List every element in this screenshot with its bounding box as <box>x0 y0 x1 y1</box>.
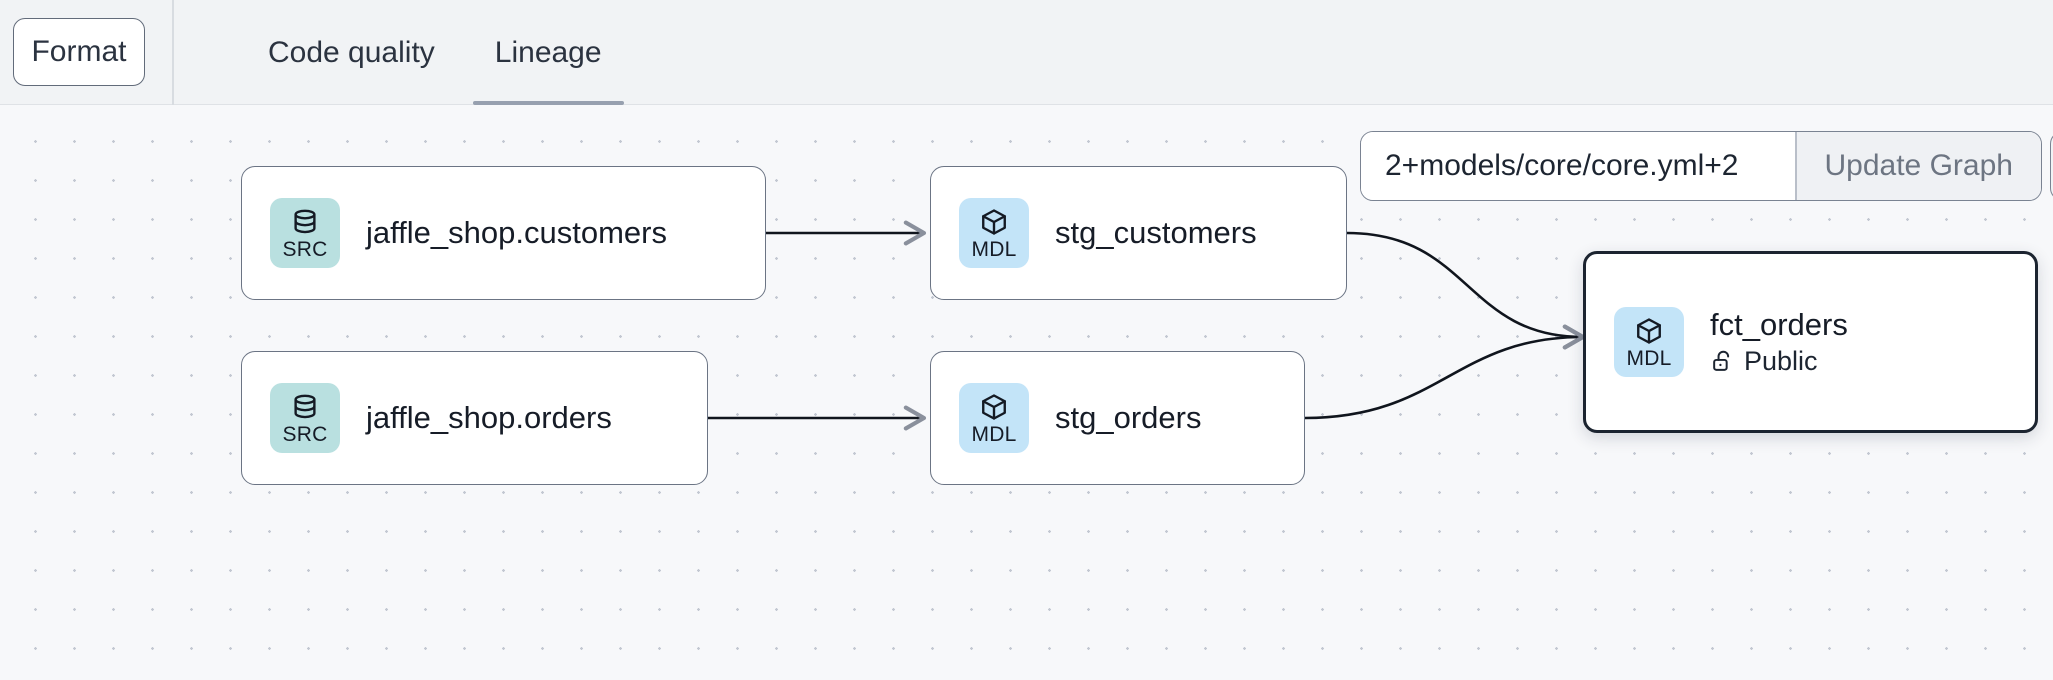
node-type-code: MDL <box>971 237 1017 261</box>
update-graph-label: Update Graph <box>1824 149 2013 182</box>
toolbar-tabs: Code quality Lineage <box>238 0 632 105</box>
editor-toolbar: Format Code quality Lineage <box>0 0 2053 105</box>
database-icon <box>294 394 316 418</box>
tab-code-quality-label: Code quality <box>268 35 435 69</box>
node-body: jaffle_shop.orders <box>366 400 612 436</box>
lineage-node-stg-customers[interactable]: MDL stg_customers <box>930 166 1347 300</box>
edge-stg-orders-fct-orders <box>1304 324 1586 420</box>
lineage-node-fct-orders[interactable]: MDL fct_orders Public <box>1583 251 2038 433</box>
edge-stg-customers-fct-orders <box>1346 231 1586 350</box>
node-type-badge-mdl: MDL <box>1614 307 1684 377</box>
cube-icon <box>982 393 1006 420</box>
node-title: stg_orders <box>1055 400 1202 436</box>
format-button[interactable]: Format <box>13 18 145 86</box>
node-body: stg_orders <box>1055 400 1201 436</box>
node-access-label: Public <box>1744 346 1818 377</box>
lineage-node-jaffle-shop-orders[interactable]: SRC jaffle_shop.orders <box>241 351 708 485</box>
node-type-code: SRC <box>282 422 328 446</box>
tab-underline-active <box>472 101 624 105</box>
tab-code-quality[interactable]: Code quality <box>238 0 465 105</box>
lineage-node-stg-orders[interactable]: MDL stg_orders <box>930 351 1305 485</box>
model-selector-input[interactable] <box>1361 132 1795 200</box>
update-graph-button[interactable]: Update Graph <box>1796 132 2041 200</box>
node-title: jaffle_shop.customers <box>366 215 667 251</box>
lineage-canvas[interactable]: SRC jaffle_shop.customers SRC jaffle_sho… <box>0 105 2053 680</box>
unlock-icon <box>1713 351 1730 372</box>
node-type-badge-src: SRC <box>270 198 340 268</box>
toolbar-divider <box>172 0 174 105</box>
node-type-code: MDL <box>1626 346 1672 370</box>
graph-controls: Update Graph <box>1360 131 2042 201</box>
format-button-label: Format <box>31 35 127 68</box>
database-icon <box>294 209 316 233</box>
node-type-badge-src: SRC <box>270 383 340 453</box>
node-type-badge-mdl: MDL <box>959 383 1029 453</box>
node-type-code: MDL <box>971 422 1017 446</box>
tab-lineage-label: Lineage <box>494 35 602 69</box>
node-title: fct_orders <box>1710 306 1848 342</box>
lineage-node-jaffle-shop-customers[interactable]: SRC jaffle_shop.customers <box>241 166 766 300</box>
node-type-code: SRC <box>282 237 328 261</box>
cube-icon <box>1637 317 1661 344</box>
control-divider <box>1795 132 1797 200</box>
node-body: fct_orders Public <box>1710 307 1848 378</box>
node-access: Public <box>1710 346 1848 377</box>
node-type-badge-mdl: MDL <box>959 198 1029 268</box>
node-title: stg_customers <box>1055 215 1257 251</box>
node-title: jaffle_shop.orders <box>366 400 612 436</box>
node-body: stg_customers <box>1055 215 1257 251</box>
tab-lineage[interactable]: Lineage <box>465 0 632 105</box>
node-body: jaffle_shop.customers <box>366 215 667 251</box>
cube-icon <box>982 208 1006 235</box>
